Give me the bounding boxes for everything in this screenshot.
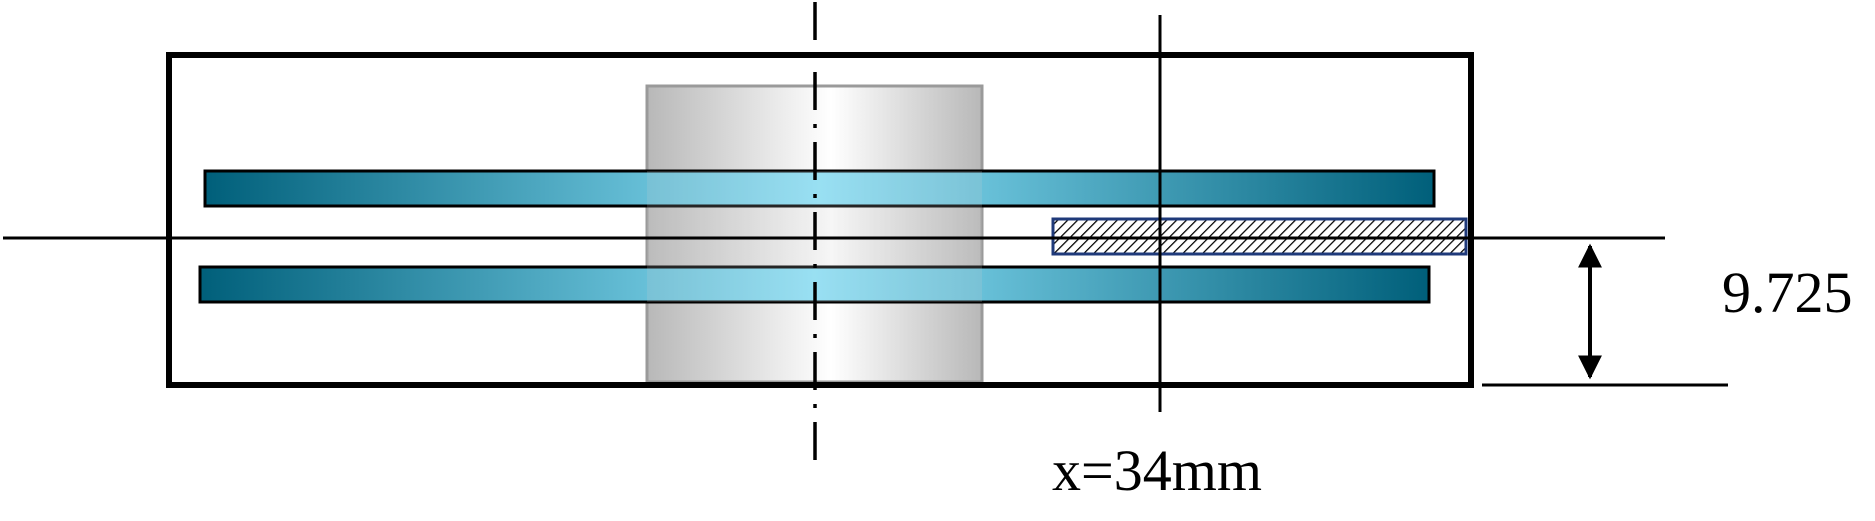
top-plate (203, 169, 1436, 208)
dimension-label: 9.725 (1722, 260, 1853, 325)
outer-housing (166, 52, 1474, 388)
position-label: x=34mm (1052, 438, 1262, 503)
